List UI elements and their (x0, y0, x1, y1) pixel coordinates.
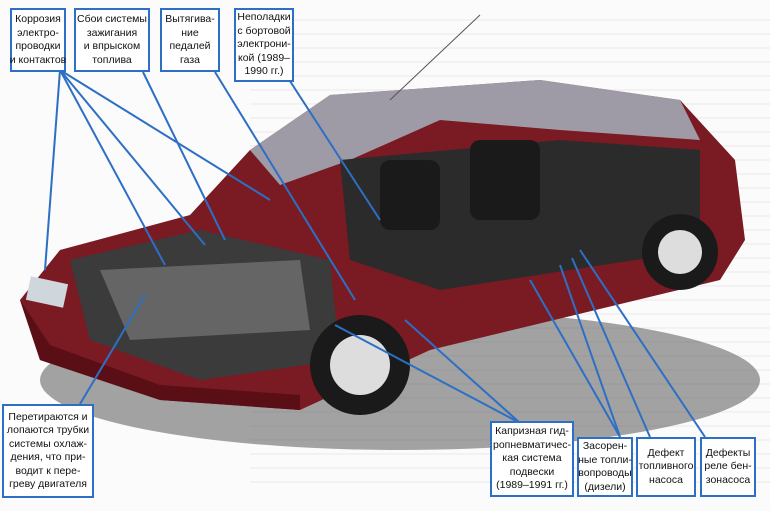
front-seat (380, 160, 440, 230)
label-fuel-pump: Дефект топливного насоса (636, 437, 696, 497)
label-electronics: Неполадки с бортовой электрони- кой (198… (234, 8, 294, 82)
leader-lines (44, 69, 706, 438)
antenna (389, 14, 481, 101)
car-windows (250, 80, 700, 185)
label-cooling-pipes: Перетираются и лопаются трубки системы о… (2, 404, 94, 498)
label-wiring-corrosion: Коррозия электро- проводки и контактов (10, 8, 66, 72)
engine (100, 260, 310, 340)
label-suspension: Капризная гид- ропневматичес- кая систем… (490, 421, 574, 497)
label-pump-relay: Дефекты реле бен- зонасоса (700, 437, 756, 497)
front-wheel (310, 315, 410, 415)
label-fuel-lines: Засорен- ные топли- вопроводы (дизели) (577, 437, 633, 497)
rear-wheel (642, 214, 718, 290)
label-gas-pedal: Вытягива- ние педалей газа (160, 8, 220, 72)
label-ignition-injection: Сбои системы зажигания и впрыском топлив… (74, 8, 150, 72)
front-bumper (20, 300, 300, 410)
headlight (25, 276, 69, 308)
rear-seat (470, 140, 540, 220)
